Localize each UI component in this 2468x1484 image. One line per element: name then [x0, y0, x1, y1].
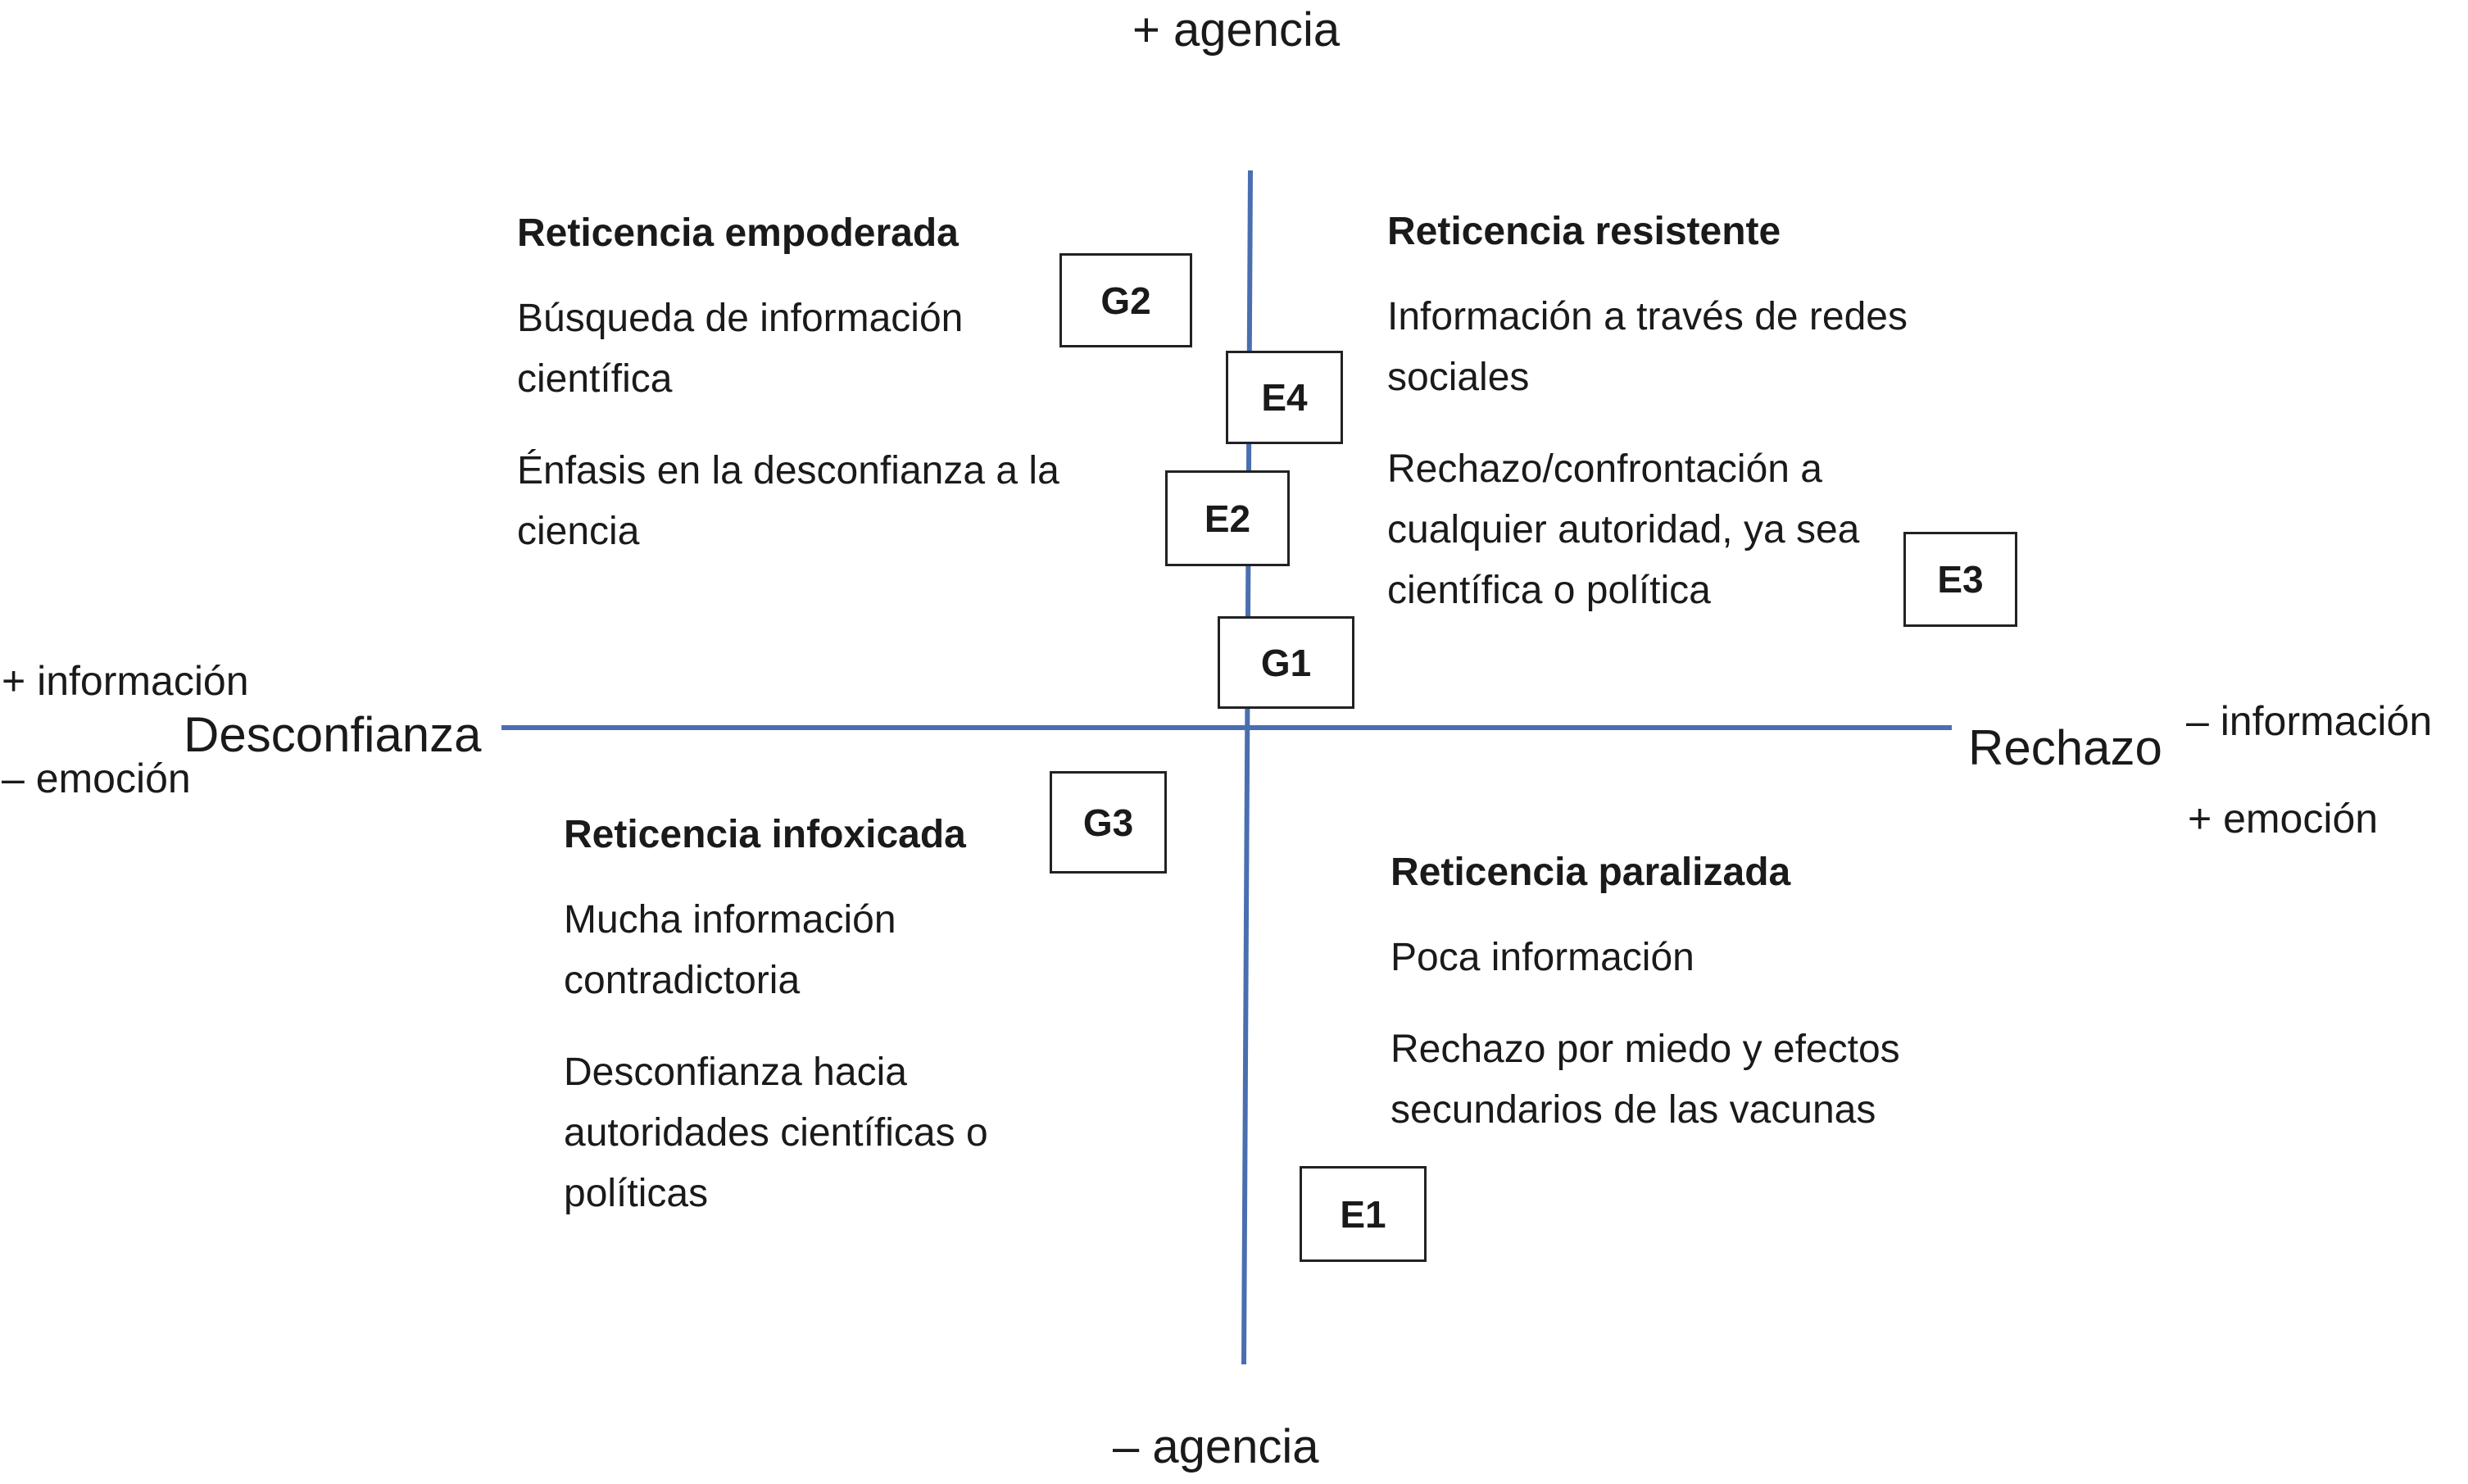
axis-label-top: + agencia — [1132, 3, 1341, 57]
marker-e3: E3 — [1903, 532, 2017, 627]
marker-e2: E2 — [1165, 470, 1290, 566]
axis-label-bottom: – agencia — [1113, 1420, 1319, 1473]
left-side-information: + información — [2, 658, 249, 704]
right-side-information: – información — [2186, 698, 2433, 744]
axis-label-right: Rechazo — [1968, 720, 2162, 775]
quadrant-bottom-right: Reticencia paralizada Poca información R… — [1391, 849, 1964, 1141]
marker-g2: G2 — [1059, 253, 1192, 347]
quadrant-item: Poca información — [1391, 935, 1694, 979]
left-side-emotion: – emoción — [2, 756, 191, 801]
axis-label-left: Desconfianza — [184, 707, 482, 762]
marker-g3: G3 — [1050, 771, 1167, 874]
marker-e4: E4 — [1226, 351, 1343, 444]
quadrant-item: Información a través de redes sociales — [1387, 294, 1908, 399]
marker-e1: E1 — [1300, 1166, 1427, 1262]
quadrant-top-right: Reticencia resistente Información a trav… — [1387, 208, 1953, 621]
marker-g1: G1 — [1218, 616, 1354, 709]
quadrant-title: Reticencia empoderada — [517, 211, 959, 255]
quadrant-top-left: Reticencia empoderada Búsqueda de inform… — [517, 210, 1123, 562]
quadrant-title: Reticencia paralizada — [1391, 851, 1791, 894]
vertical-axis — [1241, 170, 1253, 1365]
right-side-emotion: + emoción — [2188, 796, 2379, 842]
quadrant-item: Énfasis en la desconfianza a la ciencia — [517, 448, 1059, 553]
quadrant-title: Reticencia infoxicada — [564, 813, 966, 856]
quadrant-title: Reticencia resistente — [1387, 210, 1781, 253]
quadrant-item: Rechazo por miedo y efectos secundarios … — [1391, 1027, 1900, 1132]
quadrant-item: Desconfianza hacia autoridades científic… — [564, 1050, 988, 1215]
quadrant-bottom-left: Reticencia infoxicada Mucha información … — [564, 811, 1023, 1224]
quadrant-item: Mucha información contradictoria — [564, 897, 896, 1002]
quadrant-item: Rechazo/confrontación a cualquier autori… — [1387, 447, 1860, 612]
quadrant-item: Búsqueda de información científica — [517, 296, 964, 401]
